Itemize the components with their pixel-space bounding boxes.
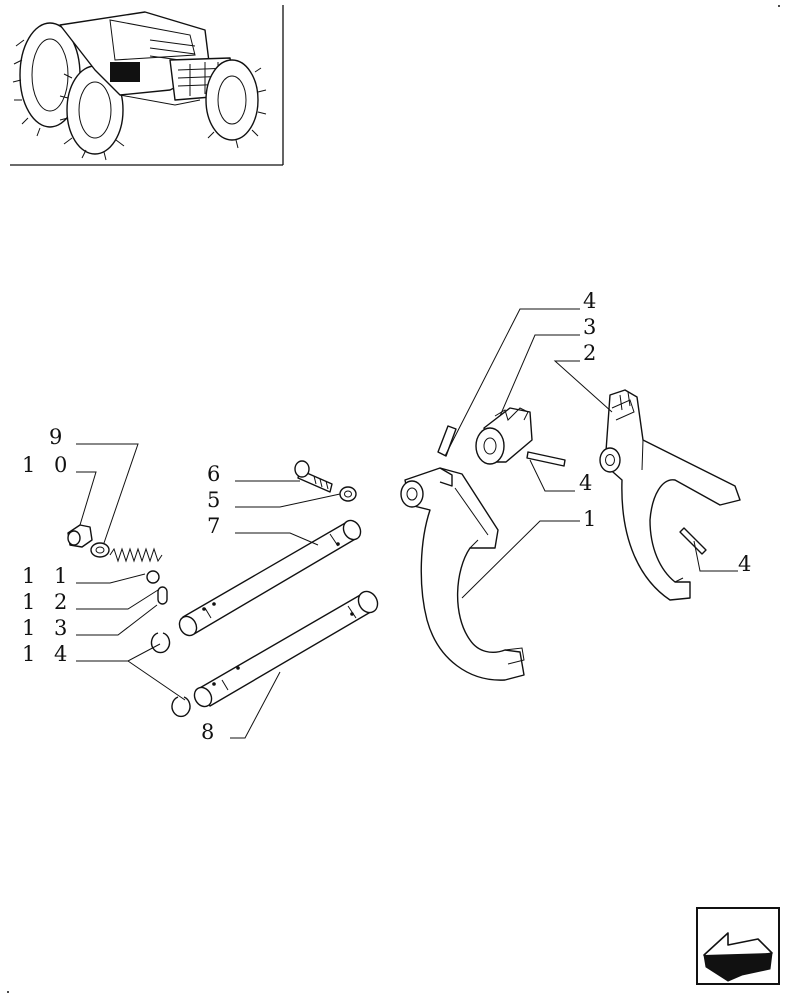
plug-part-10 (67, 524, 93, 548)
leader-lines (76, 308, 738, 739)
callout-8: 8 (201, 720, 221, 744)
collar-part-3 (475, 407, 533, 465)
callout-4-mid: 4 (579, 471, 599, 495)
washer-part-5 (339, 486, 357, 502)
callout-1: 1 (583, 507, 603, 531)
circlip-part-14 (171, 696, 191, 718)
callout-9: 9 (49, 425, 69, 449)
shift-fork-part-1 (400, 467, 525, 681)
roll-pin-part-4c (679, 527, 707, 555)
callout-3: 3 (583, 315, 603, 339)
shift-fork-part-2 (599, 389, 741, 601)
thumbnail-frame (10, 5, 284, 166)
callout-12: 1 2 (22, 590, 74, 614)
callout-10: 1 0 (22, 453, 74, 477)
callout-5: 5 (207, 488, 227, 512)
roll-pin-part-4b (526, 451, 566, 467)
callout-2: 2 (583, 341, 603, 365)
shaft-part-7 (178, 519, 362, 637)
pin-part-12 (157, 586, 168, 605)
bolt-part-6 (294, 460, 333, 493)
roll-pin-part-4 (437, 425, 457, 457)
shaft-part-8 (193, 590, 379, 708)
tractor-thumbnail-icon (12, 11, 267, 161)
callout-14: 1 4 (22, 642, 74, 666)
callout-7: 7 (207, 514, 227, 538)
callout-6: 6 (207, 462, 227, 486)
callout-4-right: 4 (738, 552, 758, 576)
circlip-part-13 (150, 632, 171, 654)
callout-13: 1 3 (22, 616, 74, 640)
previous-page-button[interactable] (696, 907, 780, 985)
callout-11: 1 1 (22, 564, 74, 588)
washer-part-9 (90, 542, 110, 558)
spring-part-11 (109, 547, 163, 584)
callout-4-top: 4 (583, 289, 603, 313)
arrow-back-icon (703, 932, 773, 982)
